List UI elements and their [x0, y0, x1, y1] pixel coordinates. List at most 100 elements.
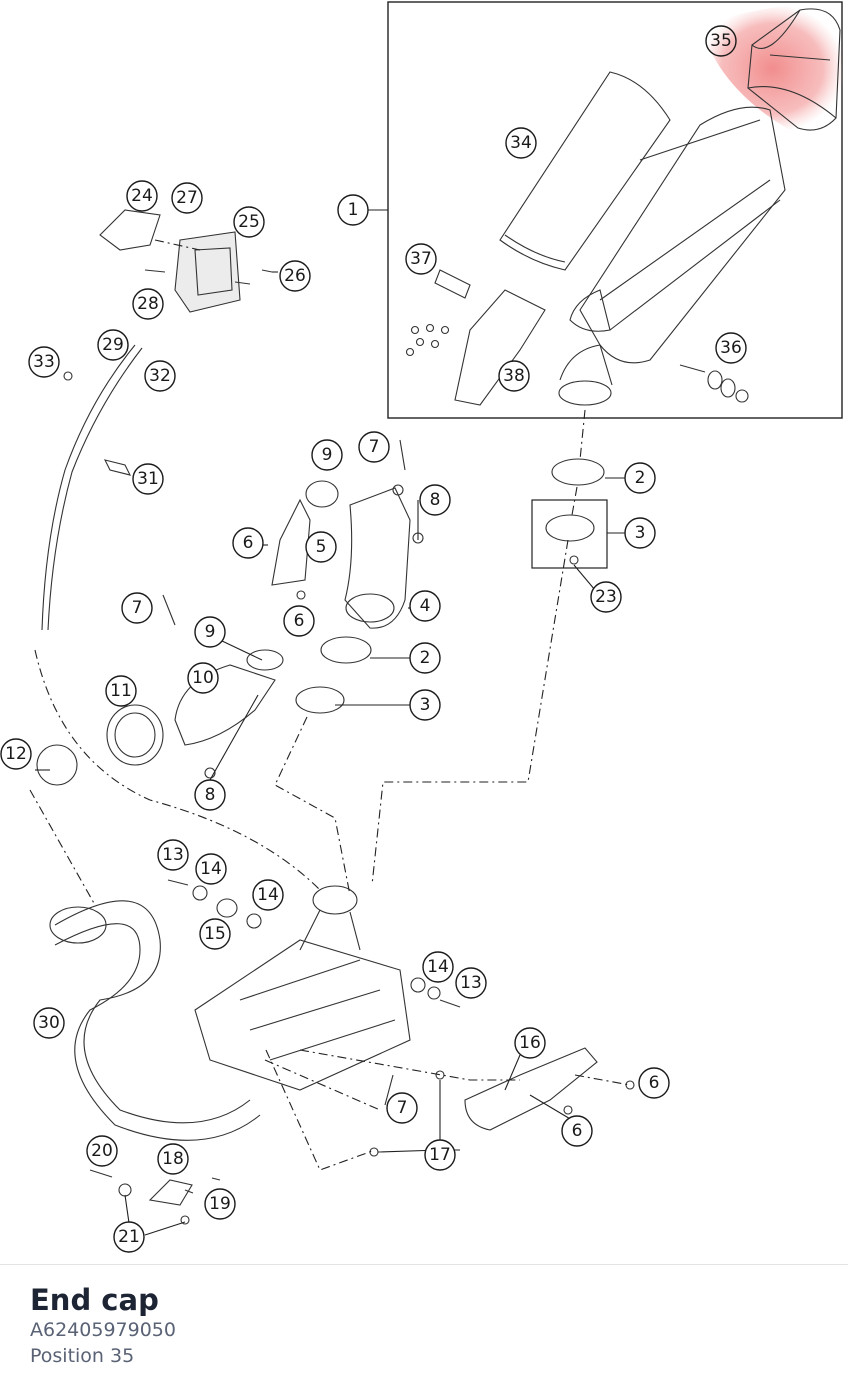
callout-label: 21 [118, 1227, 140, 1247]
clamp-box [531, 499, 608, 569]
callout-35-selected[interactable]: 35 [705, 25, 737, 57]
callout-1[interactable]: 1 [337, 194, 369, 226]
callout-29[interactable]: 29 [97, 329, 129, 361]
header-pipe [49, 900, 261, 1141]
callout-30[interactable]: 30 [33, 1007, 65, 1039]
callout-17[interactable]: 17 [424, 1139, 456, 1171]
callout-circle [187, 662, 219, 694]
callout-6[interactable]: 6 [561, 1115, 593, 1147]
callout-label: 13 [460, 973, 482, 993]
part-title: End cap [30, 1283, 159, 1317]
callout-5[interactable]: 5 [305, 531, 337, 563]
callout-12[interactable]: 12 [0, 738, 32, 770]
callout-9[interactable]: 9 [194, 616, 226, 648]
clamp-screw [569, 555, 579, 565]
callout-layer: 1223345666677788991011121313141414151617… [0, 25, 747, 1253]
heat-guard-muffler [464, 1047, 598, 1131]
callout-31[interactable]: 31 [132, 463, 164, 495]
callout-28[interactable]: 28 [132, 288, 164, 320]
callout-label: 15 [204, 924, 226, 944]
part-detail-panel: End cap A62405979050 Position 35 [0, 1264, 848, 1391]
callout-37[interactable]: 37 [405, 243, 437, 275]
callout-21[interactable]: 21 [113, 1221, 145, 1253]
catalyst-pipe [344, 487, 411, 629]
callout-label: 6 [294, 611, 305, 631]
callout-label: 24 [131, 186, 153, 206]
actuator-cable [41, 344, 136, 631]
callout-9[interactable]: 9 [311, 439, 343, 471]
lower-hardware [89, 1070, 445, 1225]
callout-13[interactable]: 13 [455, 967, 487, 999]
callout-24[interactable]: 24 [126, 180, 158, 212]
callout-15[interactable]: 15 [199, 918, 231, 950]
callout-8[interactable]: 8 [419, 484, 451, 516]
callout-circle [126, 180, 158, 212]
callout-7[interactable]: 7 [121, 592, 153, 624]
callout-circle [113, 1221, 145, 1253]
callout-20[interactable]: 20 [86, 1135, 118, 1167]
callout-14[interactable]: 14 [195, 853, 227, 885]
callout-6[interactable]: 6 [232, 527, 264, 559]
callout-circle [121, 592, 153, 624]
callout-7[interactable]: 7 [386, 1092, 418, 1124]
callout-2[interactable]: 2 [624, 462, 656, 494]
callout-label: 26 [284, 266, 306, 286]
callout-26[interactable]: 26 [279, 260, 311, 292]
end-cap-highlight[interactable] [700, 4, 845, 133]
callout-25[interactable]: 25 [233, 206, 265, 238]
cable-nut [63, 371, 73, 381]
callout-label: 6 [572, 1121, 583, 1141]
callout-label: 9 [205, 622, 216, 642]
callout-circle [105, 675, 137, 707]
end-cap-part[interactable] [747, 8, 841, 131]
clamp-upper [545, 514, 595, 542]
callout-18[interactable]: 18 [157, 1143, 189, 1175]
callout-14[interactable]: 14 [252, 879, 284, 911]
callout-11[interactable]: 11 [105, 675, 137, 707]
callout-6[interactable]: 6 [638, 1067, 670, 1099]
callout-33[interactable]: 33 [28, 346, 60, 378]
callout-label: 8 [430, 490, 441, 510]
callout-3[interactable]: 3 [409, 689, 441, 721]
callout-circle [561, 1115, 593, 1147]
callout-circle [171, 182, 203, 214]
part-position: Position 35 [30, 1345, 135, 1367]
callout-label: 7 [132, 598, 143, 618]
heat-guard-small [271, 498, 311, 586]
callout-23[interactable]: 23 [590, 581, 622, 613]
callout-32[interactable]: 32 [144, 360, 176, 392]
callout-16[interactable]: 16 [514, 1027, 546, 1059]
callout-label: 14 [427, 957, 449, 977]
callout-3[interactable]: 3 [624, 517, 656, 549]
callout-7[interactable]: 7 [358, 431, 390, 463]
main-muffler [194, 885, 411, 1091]
callout-34[interactable]: 34 [505, 127, 537, 159]
callout-label: 4 [420, 596, 431, 616]
elbow-pipe [174, 664, 276, 746]
callout-circle [28, 346, 60, 378]
callout-13[interactable]: 13 [157, 839, 189, 871]
callout-circle [358, 431, 390, 463]
callout-circle [514, 1027, 546, 1059]
seal-ring-lower [320, 636, 372, 664]
callout-27[interactable]: 27 [171, 182, 203, 214]
callout-19[interactable]: 19 [204, 1188, 236, 1220]
silencer-bracket [454, 289, 546, 406]
callout-14[interactable]: 14 [422, 951, 454, 983]
callout-4[interactable]: 4 [409, 590, 441, 622]
callout-label: 13 [162, 845, 184, 865]
callout-6[interactable]: 6 [283, 605, 315, 637]
callout-circle [590, 581, 622, 613]
callout-label: 6 [649, 1073, 660, 1093]
callout-label: 32 [149, 366, 171, 386]
callout-10[interactable]: 10 [187, 662, 219, 694]
callout-2[interactable]: 2 [409, 642, 441, 674]
callout-8[interactable]: 8 [194, 779, 226, 811]
silencer-inlet [558, 344, 613, 406]
silencer-bolt-set [679, 364, 749, 403]
callout-36[interactable]: 36 [715, 332, 747, 364]
callout-label: 18 [162, 1149, 184, 1169]
callout-label: 34 [510, 133, 532, 153]
callout-circle [405, 243, 437, 275]
callout-38[interactable]: 38 [498, 360, 530, 392]
